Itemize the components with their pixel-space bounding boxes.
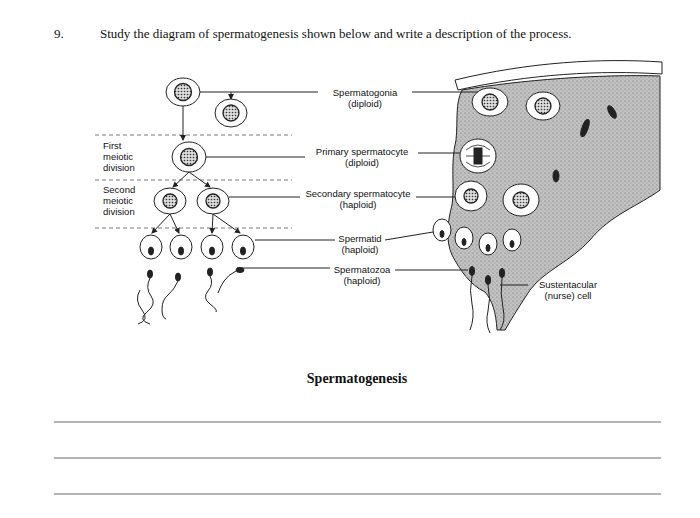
sperm-head — [176, 273, 181, 281]
sperm-head — [500, 269, 505, 278]
division-label: First meiotic division — [103, 140, 149, 173]
tissue-nucleus — [606, 104, 618, 119]
sperm-head — [148, 270, 153, 278]
leader-line — [206, 157, 305, 158]
stage-label: Spermatogonia (diploid) — [324, 87, 406, 109]
sperm-head — [208, 268, 213, 276]
lineage-figure — [140, 78, 335, 268]
leader-line — [237, 268, 330, 269]
tissue-nucleus — [553, 170, 559, 182]
cell-nucleus — [206, 194, 220, 208]
dashed-line — [95, 135, 292, 136]
sperm-head — [470, 267, 475, 276]
spermatid-cell — [201, 235, 223, 259]
leader-line — [200, 92, 318, 93]
cell-label: Sustentacular (nurse) cell — [528, 279, 608, 301]
stage-label: Primary spermatocyte (diploid) — [306, 146, 418, 168]
answer-line — [54, 458, 661, 459]
tissue-nucleus — [579, 119, 591, 138]
sustentacular-cell — [448, 76, 660, 330]
spermatid-nucleus — [210, 247, 215, 255]
cell-nucleus — [163, 194, 177, 208]
secondary-spermatocyte-cell — [154, 188, 186, 214]
cell-nucleus — [223, 105, 239, 121]
leader-line — [395, 270, 468, 271]
arrow — [170, 214, 179, 233]
stage-label: Spermatid (haploid) — [330, 233, 390, 255]
spermatid-nucleus — [486, 245, 490, 252]
leader-line — [229, 197, 300, 198]
chromosomes — [474, 148, 482, 164]
secondary-spermatocyte-cell — [197, 188, 229, 214]
leader-line — [412, 92, 478, 93]
spermatozoa-figure — [137, 268, 244, 325]
spermatogonium-cell — [166, 78, 200, 106]
spermatogonium-cell — [526, 92, 560, 120]
spermatid-nucleus — [241, 247, 246, 255]
cell-nucleus — [464, 189, 478, 203]
arrow — [213, 214, 240, 233]
sperm-tail — [162, 281, 178, 319]
sperm-tail — [143, 278, 154, 324]
primary-spermatocyte-cell — [460, 139, 496, 173]
sperm-tail — [205, 276, 216, 312]
sperm-head — [486, 276, 491, 285]
spermatid-cell — [232, 235, 254, 259]
leader-line — [418, 153, 460, 154]
answer-lines — [54, 422, 661, 494]
cell-nucleus — [482, 94, 498, 110]
arrow — [231, 92, 232, 99]
sperm-tail — [487, 285, 490, 333]
cell-nucleus — [181, 149, 198, 166]
arrow — [189, 172, 210, 187]
spermatid-nucleus — [510, 241, 514, 248]
arrow — [152, 214, 170, 233]
leader-line — [385, 232, 433, 240]
leader-line — [255, 240, 335, 241]
cell-nucleus — [513, 192, 529, 208]
leader-line — [500, 285, 528, 286]
cell-nucleus — [535, 98, 551, 114]
answer-line — [54, 494, 661, 495]
sperm-tail — [500, 278, 504, 330]
cell-nucleus — [175, 84, 192, 101]
spermatid-cell — [140, 235, 162, 259]
spermatogonium-cell — [215, 99, 247, 127]
question-number: 9. — [54, 26, 84, 41]
spermatid-cell — [433, 219, 451, 241]
spermatid-cell — [479, 233, 497, 255]
question-text: Study the diagram of spermatogenesis sho… — [100, 26, 690, 41]
secondary-spermatocyte-cell — [455, 181, 487, 211]
answer-line — [54, 422, 661, 423]
sperm-tail — [470, 276, 473, 330]
sperm-tail — [218, 271, 236, 293]
spermatid-nucleus — [149, 247, 154, 255]
arrow — [173, 172, 189, 187]
stage-label: Secondary spermatocyte (haploid) — [294, 188, 422, 210]
spermatid-cell — [170, 235, 192, 259]
spindle-fibres — [466, 145, 490, 167]
sperm-tail — [137, 290, 145, 324]
stage-label: Spermatozoa (haploid) — [326, 264, 398, 286]
arrow — [212, 214, 213, 233]
spermatid-nucleus — [462, 239, 466, 246]
spermatid-nucleus — [440, 231, 444, 238]
spermatid-cell — [503, 229, 521, 251]
spermatid-nucleus — [179, 247, 184, 255]
arrow — [183, 106, 184, 140]
primary-spermatocyte-cell — [172, 142, 206, 172]
division-separators — [95, 135, 292, 228]
diagram-caption: Spermatogenesis — [257, 371, 457, 387]
spermatid-cell — [455, 227, 473, 249]
division-label: Second meiotic division — [103, 184, 149, 217]
dashed-line — [95, 180, 292, 181]
tubule-figure — [385, 61, 662, 333]
sperm-head — [236, 268, 244, 273]
dashed-line — [95, 228, 292, 229]
leader-line — [416, 197, 455, 198]
secondary-spermatocyte-cell — [503, 184, 539, 216]
